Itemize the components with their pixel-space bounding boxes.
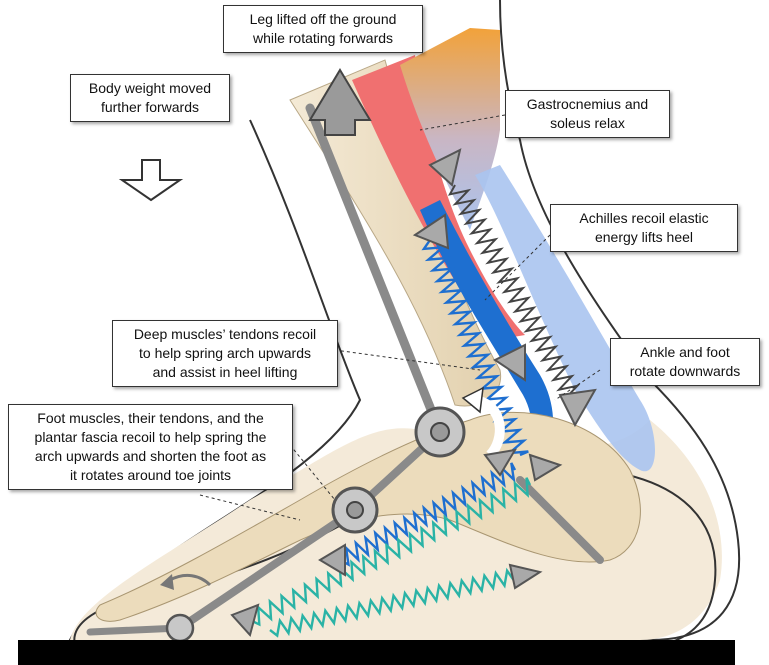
ankle-joint	[416, 408, 464, 456]
midfoot-joint	[333, 488, 377, 532]
body-weight-callout: Body weight moved further forwards	[70, 74, 230, 122]
gastrocnemius-callout: Gastrocnemius and soleus relax	[505, 90, 670, 138]
ground-bar	[18, 640, 735, 665]
ankle-foot-callout: Ankle and foot rotate downwards	[610, 338, 760, 386]
foot-muscles-callout: Foot muscles, their tendons, and the pla…	[8, 404, 293, 490]
body-weight-arrow	[122, 160, 180, 200]
deep-muscles-callout: Deep muscles’ tendons recoil to help spr…	[112, 320, 338, 387]
leg-lifted-callout: Leg lifted off the ground while rotating…	[223, 5, 423, 53]
toe-joint	[167, 615, 193, 641]
achilles-callout: Achilles recoil elastic energy lifts hee…	[550, 204, 738, 252]
